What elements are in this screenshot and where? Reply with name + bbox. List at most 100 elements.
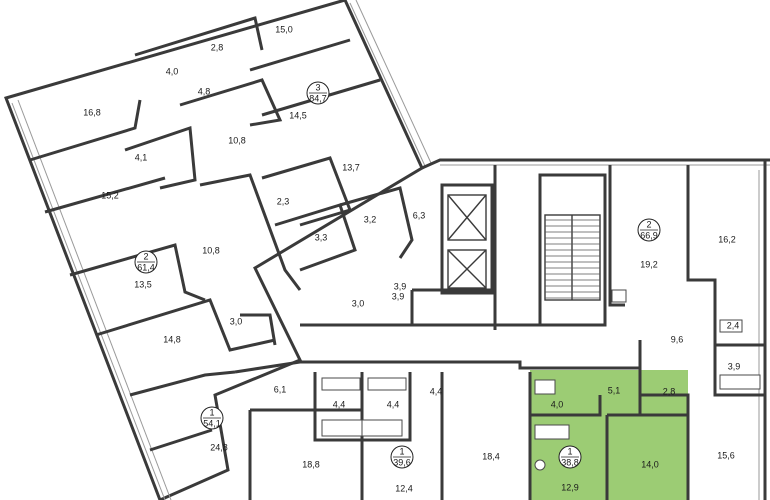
partition-wall: [69, 243, 206, 302]
corridor-wall: [234, 360, 640, 374]
room-area-label: 18,4: [482, 451, 500, 461]
room-area-label: 18,8: [302, 459, 320, 469]
room-area-label: 14,0: [641, 459, 659, 469]
apartment-badges: 3 84,7 2 61,4 1 54,1 2 66,9 1 39,6: [134, 81, 661, 469]
room-area-label: 9,6: [671, 334, 684, 344]
elevator-mark: [447, 249, 487, 289]
badge-area: 39,6: [393, 457, 411, 467]
room-area-label: 2,8: [663, 386, 676, 396]
partition-wall: [149, 428, 213, 452]
room-area-label: 6,1: [274, 384, 287, 394]
washbasin: [719, 319, 743, 333]
room-area-label: 13,7: [342, 162, 360, 172]
badge-rooms: 1: [567, 446, 572, 456]
room-area-label: 16,8: [83, 107, 101, 117]
window-strip: [349, 2, 426, 167]
east-wing-walls: [234, 158, 770, 500]
room-area-label: 3,0: [352, 298, 365, 308]
partition-wall: [530, 395, 602, 417]
sanitary-fixtures: [321, 289, 761, 471]
bathtub: [367, 377, 407, 391]
room-area-label: 12,4: [395, 483, 413, 493]
partition-wall: [129, 370, 236, 397]
room-area-label: 3,9: [394, 281, 407, 291]
room-area-label: 10,8: [228, 135, 246, 145]
badge-area: 66,9: [640, 230, 658, 240]
room-area-label: 2,4: [727, 320, 740, 330]
room-area-label: 19,2: [640, 259, 658, 269]
apartment-badge[interactable]: 3 84,7: [306, 81, 330, 105]
partition-wall: [261, 156, 352, 227]
room-area-label: 6,3: [413, 210, 426, 220]
badge-rooms: 1: [209, 407, 214, 417]
badge-area: 38,8: [561, 457, 579, 467]
stairwell: [538, 173, 607, 327]
room-labels: 15,0 2,8 4,0 4,8 14,5 16,8 10,8 4,1 13,7…: [83, 24, 740, 493]
elevator-shaft: [440, 183, 494, 295]
partition-wall: [638, 340, 690, 500]
apartment-badge[interactable]: 2 66,9: [637, 218, 661, 242]
bathroom-wall: [313, 372, 412, 442]
washbasin: [611, 289, 627, 303]
bathtub: [321, 419, 363, 437]
bathtub: [321, 377, 361, 391]
room-area-label: 3,0: [230, 316, 243, 326]
room-area-label: 13,5: [134, 279, 152, 289]
room-area-label: 2,3: [277, 196, 290, 206]
partition-wall: [199, 173, 302, 291]
room-area-label: 3,9: [392, 291, 405, 301]
partition-wall: [339, 186, 414, 259]
partition-wall: [249, 38, 351, 72]
window-strip: [355, 0, 432, 164]
west-wing-outline: [4, 0, 424, 500]
apartment-badge[interactable]: 1 39,6: [390, 445, 414, 469]
partition-wall: [274, 203, 357, 272]
badge-rooms: 3: [315, 82, 320, 92]
room-area-label: 4,1: [135, 152, 148, 162]
badge-rooms: 2: [143, 251, 148, 261]
badge-area: 61,4: [137, 262, 155, 272]
room-area-label: 14,8: [163, 334, 181, 344]
elevator-mark: [447, 194, 487, 241]
room-area-label: 4,0: [551, 399, 564, 409]
partition-wall: [29, 99, 142, 162]
partition-wall: [44, 176, 166, 214]
west-wing-walls: [4, 0, 432, 500]
elevator-cabin: [447, 194, 487, 241]
room-area-label: 4,8: [198, 86, 211, 96]
partition-wall: [124, 125, 197, 190]
room-area-label: 16,2: [718, 234, 736, 244]
bathtub: [361, 419, 403, 437]
room-area-label: 4,4: [333, 399, 346, 409]
bathtub: [534, 424, 570, 440]
room-area-label: 10,8: [202, 245, 220, 255]
partition-wall: [608, 165, 625, 307]
window-strip: [11, 102, 166, 500]
room-area-label: 3,3: [315, 232, 328, 242]
room-area-label: 15,6: [717, 450, 735, 460]
badge-area: 84,7: [309, 93, 327, 103]
apartment-badge[interactable]: 1 54,1: [200, 406, 224, 430]
room-area-label: 5,1: [608, 385, 621, 395]
apartment-badge[interactable]: 2 61,4: [134, 250, 158, 274]
window-strip: [17, 99, 172, 500]
partition-wall: [686, 165, 765, 397]
east-wing-top-wall: [421, 158, 770, 170]
room-area-label: 24,8: [210, 442, 228, 452]
badge-rooms: 1: [399, 446, 404, 456]
apartment-badge[interactable]: 1 38,8: [558, 445, 582, 469]
elevator-cabin: [447, 249, 487, 289]
badge-rooms: 2: [646, 219, 651, 229]
room-area-label: 3,2: [364, 214, 377, 224]
room-area-label: 4,4: [430, 386, 443, 396]
room-area-label: 12,9: [561, 482, 579, 492]
room-area-label: 4,0: [166, 66, 179, 76]
room-area-label: 15,2: [101, 190, 119, 200]
partition-wall: [179, 78, 283, 127]
badge-area: 54,1: [203, 418, 221, 428]
bathtub: [719, 374, 761, 390]
partition-wall: [134, 16, 264, 57]
room-area-label: 14,5: [289, 110, 307, 120]
stair-steps: [545, 219, 600, 299]
